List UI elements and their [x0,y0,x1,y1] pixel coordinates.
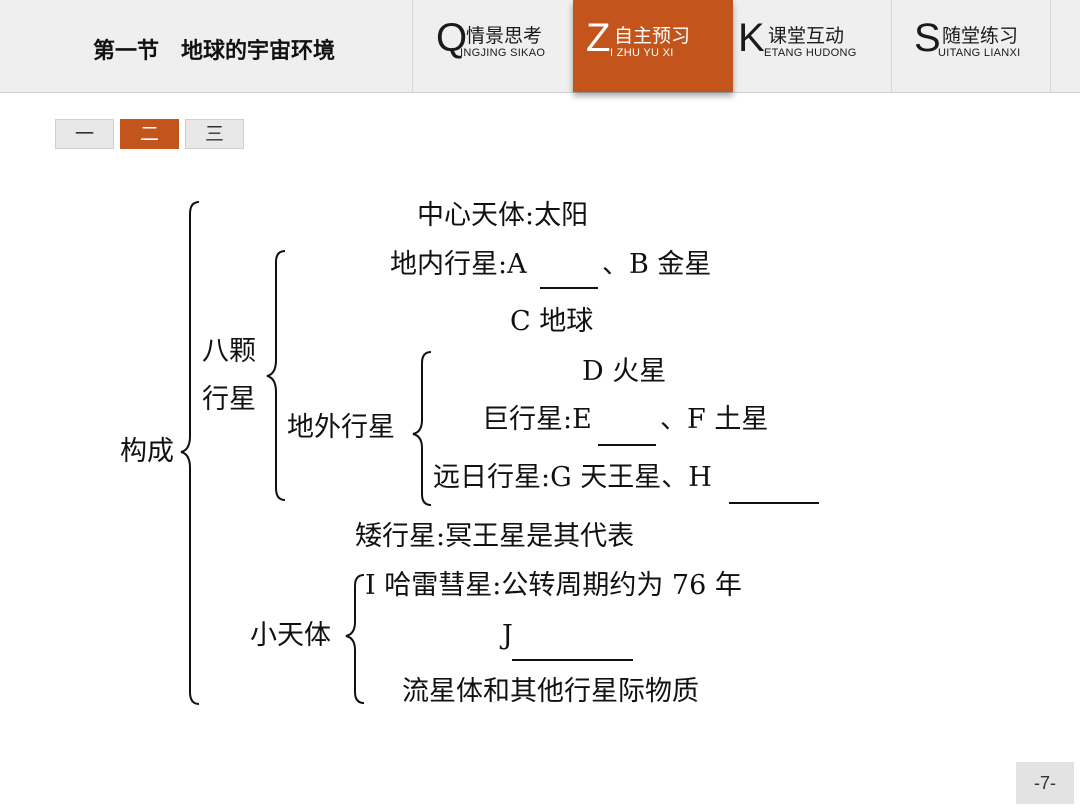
tab-pinyin: I ZHU YU XI [610,47,674,59]
tab-qingjing-sikao[interactable]: Q 情景思考 INGJING SIKAO [430,0,572,92]
j-item: J [502,620,513,651]
tab-label: 情景思考 [466,25,543,47]
comet-item: I 哈雷彗星:公转周期约为 76 年 [365,570,742,601]
planets-label: 八颗 [202,336,256,367]
earth-item: C 地球 [510,306,594,337]
tab-suitang-lianxi[interactable]: S 随堂练习 UITANG LIANXI [908,0,1050,92]
tab-zizhu-yuxi[interactable]: Z 自主预习 I ZHU YU XI [573,0,733,92]
outer-planets-label: 地外行星 [287,412,395,443]
subtab-2[interactable]: 二 [120,119,179,149]
meteoroid-item: 流星体和其他行星际物质 [402,676,699,707]
blank-e[interactable] [598,444,656,446]
subtab-3[interactable]: 三 [185,119,244,149]
blank-h[interactable] [729,502,819,504]
small-bodies-label: 小天体 [250,620,331,651]
brace-outer-planets [412,351,432,506]
tab-letter: K [738,16,765,60]
subtab-1[interactable]: 一 [55,119,114,149]
page-number: -7- [1016,762,1074,804]
brace-planets [266,250,286,501]
tab-pinyin: INGJING SIKAO [460,47,546,59]
blank-j[interactable] [512,659,633,661]
tab-letter: Z [586,16,611,60]
center-body: 中心天体:太阳 [417,200,589,231]
tab-ketang-hudong[interactable]: K 课堂互动 ETANG HUDONG [734,0,890,92]
inner-planets-rest: 、B 金星 [602,249,712,280]
tab-letter: S [914,16,941,60]
tab-label: 随堂练习 [942,25,1019,47]
header-bar: 第一节 地球的宇宙环境 Q 情景思考 INGJING SIKAO Z 自主预习 … [0,0,1080,93]
giant-planets-rest: 、F 土星 [660,404,769,435]
section-title: 第一节 地球的宇宙环境 [93,39,336,64]
tab-label: 自主预习 [614,25,691,47]
mars-item: D 火星 [582,356,667,387]
dwarf-planets: 矮行星:冥王星是其代表 [355,521,635,552]
tab-pinyin: UITANG LIANXI [938,47,1021,59]
brace-small-bodies [345,574,365,704]
tab-divider [1050,0,1051,92]
tab-pinyin: ETANG HUDONG [764,47,857,59]
distant-planets: 远日行星:G 天王星、H [433,462,712,493]
giant-planets: 巨行星:E [482,404,592,435]
inner-planets: 地内行星:A [390,249,527,280]
blank-a[interactable] [540,287,598,289]
tab-divider [891,0,892,92]
root-label: 构成 [120,436,174,467]
planets-label: 行星 [202,384,256,415]
tab-divider [412,0,413,92]
tab-letter: Q [436,16,468,60]
brace-root [180,201,200,705]
tab-label: 课堂互动 [768,25,845,47]
